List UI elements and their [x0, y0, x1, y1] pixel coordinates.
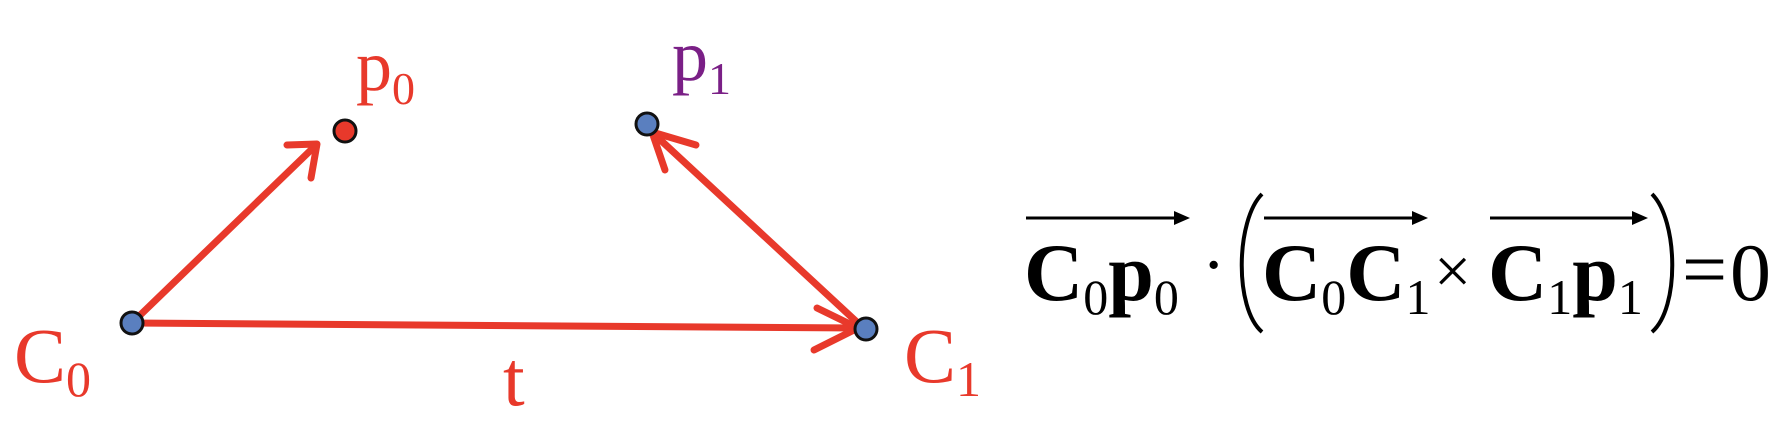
term2-b: C [1346, 227, 1405, 318]
equation-cross: × [1434, 235, 1471, 308]
point-c0 [119, 310, 145, 336]
term3-a-sub: 1 [1547, 269, 1572, 325]
vector-c1-to-p1 [648, 128, 864, 329]
term2-a-sub: 0 [1321, 269, 1346, 325]
term1-b: p [1108, 227, 1154, 318]
term3-b: p [1572, 227, 1618, 318]
label-p1: p1 [672, 16, 731, 104]
label-p0-base: p [356, 26, 392, 106]
overarrow-term1 [1026, 211, 1190, 225]
point-p0 [332, 118, 358, 144]
equation-term-c1p1: C1p1 [1488, 211, 1648, 325]
label-c0: C0 [14, 312, 91, 407]
equation-dot: · [1202, 227, 1225, 304]
label-c0-sub: 0 [66, 351, 91, 407]
svg-text:C1p1: C1p1 [1488, 227, 1643, 325]
point-p1 [634, 111, 660, 137]
term1-a-sub: 0 [1083, 269, 1108, 325]
vector-c0-to-p0 [128, 140, 321, 327]
label-p1-sub: 1 [708, 53, 731, 104]
coplanarity-equation: C0p0 · C0C1 × C1p1 [1024, 192, 1771, 334]
equation-rhs: 0 [1730, 227, 1771, 318]
overarrow-term2 [1264, 211, 1428, 225]
label-p1-base: p [672, 16, 708, 96]
left-paren [1239, 192, 1264, 334]
point-c1 [853, 316, 879, 342]
label-c1: C1 [904, 312, 981, 407]
equation-term-c0c1: C0C1 [1262, 211, 1430, 325]
equation-term-c0p0: C0p0 [1024, 211, 1190, 325]
svg-text:C0p0: C0p0 [1024, 227, 1179, 325]
overarrow-term3 [1490, 211, 1648, 225]
vector-t-c0-to-c1 [128, 304, 862, 354]
svg-text:C0C1: C0C1 [1262, 227, 1430, 325]
term2-a: C [1262, 227, 1321, 318]
label-c0-base: C [14, 312, 66, 399]
right-paren [1650, 192, 1675, 334]
label-t: t [503, 335, 525, 422]
term1-a: C [1024, 227, 1083, 318]
term3-b-sub: 1 [1618, 269, 1643, 325]
label-c1-sub: 1 [956, 351, 981, 407]
label-p0-sub: 0 [392, 63, 415, 114]
term2-b-sub: 1 [1405, 269, 1430, 325]
equation-equals: = [1682, 226, 1727, 314]
term1-b-sub: 0 [1154, 269, 1179, 325]
term3-a: C [1488, 227, 1547, 318]
label-p0: p0 [356, 26, 415, 114]
label-c1-base: C [904, 312, 956, 399]
